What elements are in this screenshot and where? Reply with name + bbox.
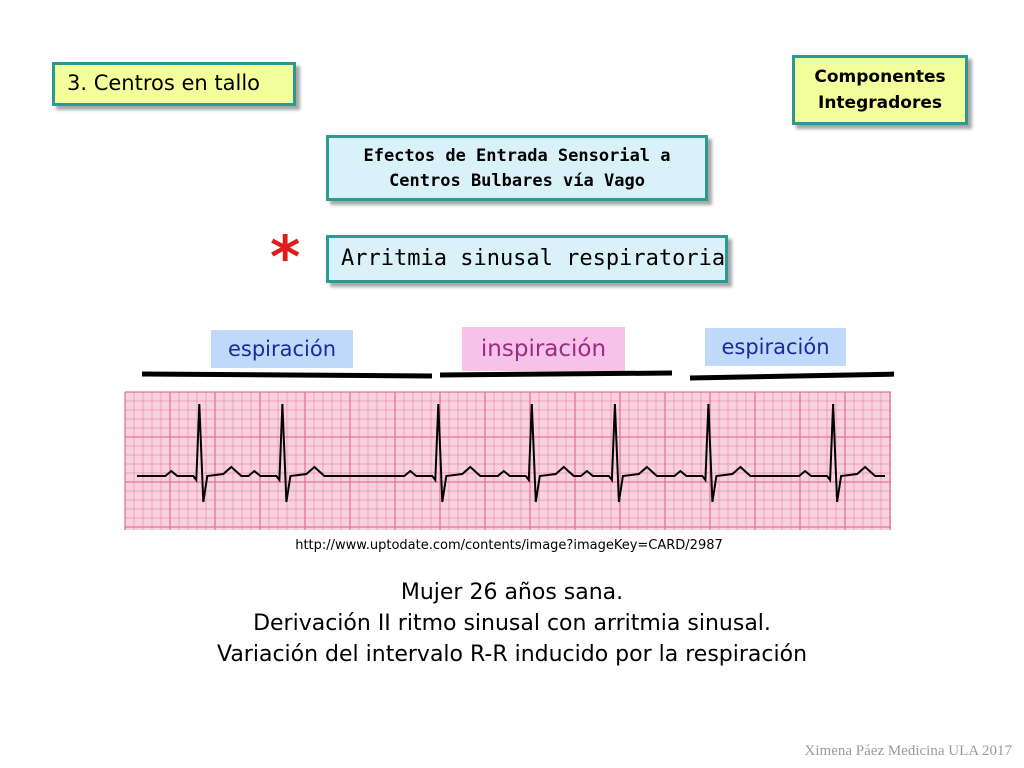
caption-line-3: Variación del intervalo R-R inducido por… (216, 642, 808, 667)
phase-label-inspiration: inspiración (462, 327, 625, 371)
arrhythmia-box: Arritmia sinusal respiratoria (326, 235, 728, 283)
effects-line-1: Efectos de Entrada Sensorial a (363, 146, 671, 166)
phase-bar-left (141, 371, 433, 379)
ecg-grid (124, 391, 891, 530)
ecg-trace (137, 403, 885, 503)
section-title-box: 3. Centros en tallo (52, 62, 296, 106)
phase-bar-middle (439, 370, 673, 378)
phase-bar-right (689, 371, 894, 381)
arrhythmia-title: Arritmia sinusal respiratoria (341, 246, 726, 271)
source-url: http://www.uptodate.com/contents/image?i… (295, 538, 723, 553)
components-line-2: Integradores (818, 93, 942, 113)
footer-credit: Ximena Páez Medicina ULA 2017 (804, 743, 1012, 759)
components-line-1: Componentes (814, 67, 946, 87)
effects-line-2: Centros Bulbares vía Vago (389, 171, 645, 191)
phase-label-expiration-right: espiración (705, 328, 846, 366)
ecg-paper-background (125, 392, 891, 530)
caption-line-2: Derivación II ritmo sinusal con arritmia… (253, 611, 771, 636)
caption-line-1: Mujer 26 años sana. (400, 580, 624, 605)
effects-box: Efectos de Entrada Sensorial a Centros B… (326, 135, 708, 201)
phase-label-expiration-left: espiración (211, 330, 353, 368)
asterisk-mark: * (270, 223, 301, 291)
section-title: 3. Centros en tallo (67, 71, 260, 95)
ecg-paper (124, 391, 891, 530)
components-box: Componentes Integradores (792, 55, 968, 125)
ecg-strip (124, 370, 894, 530)
